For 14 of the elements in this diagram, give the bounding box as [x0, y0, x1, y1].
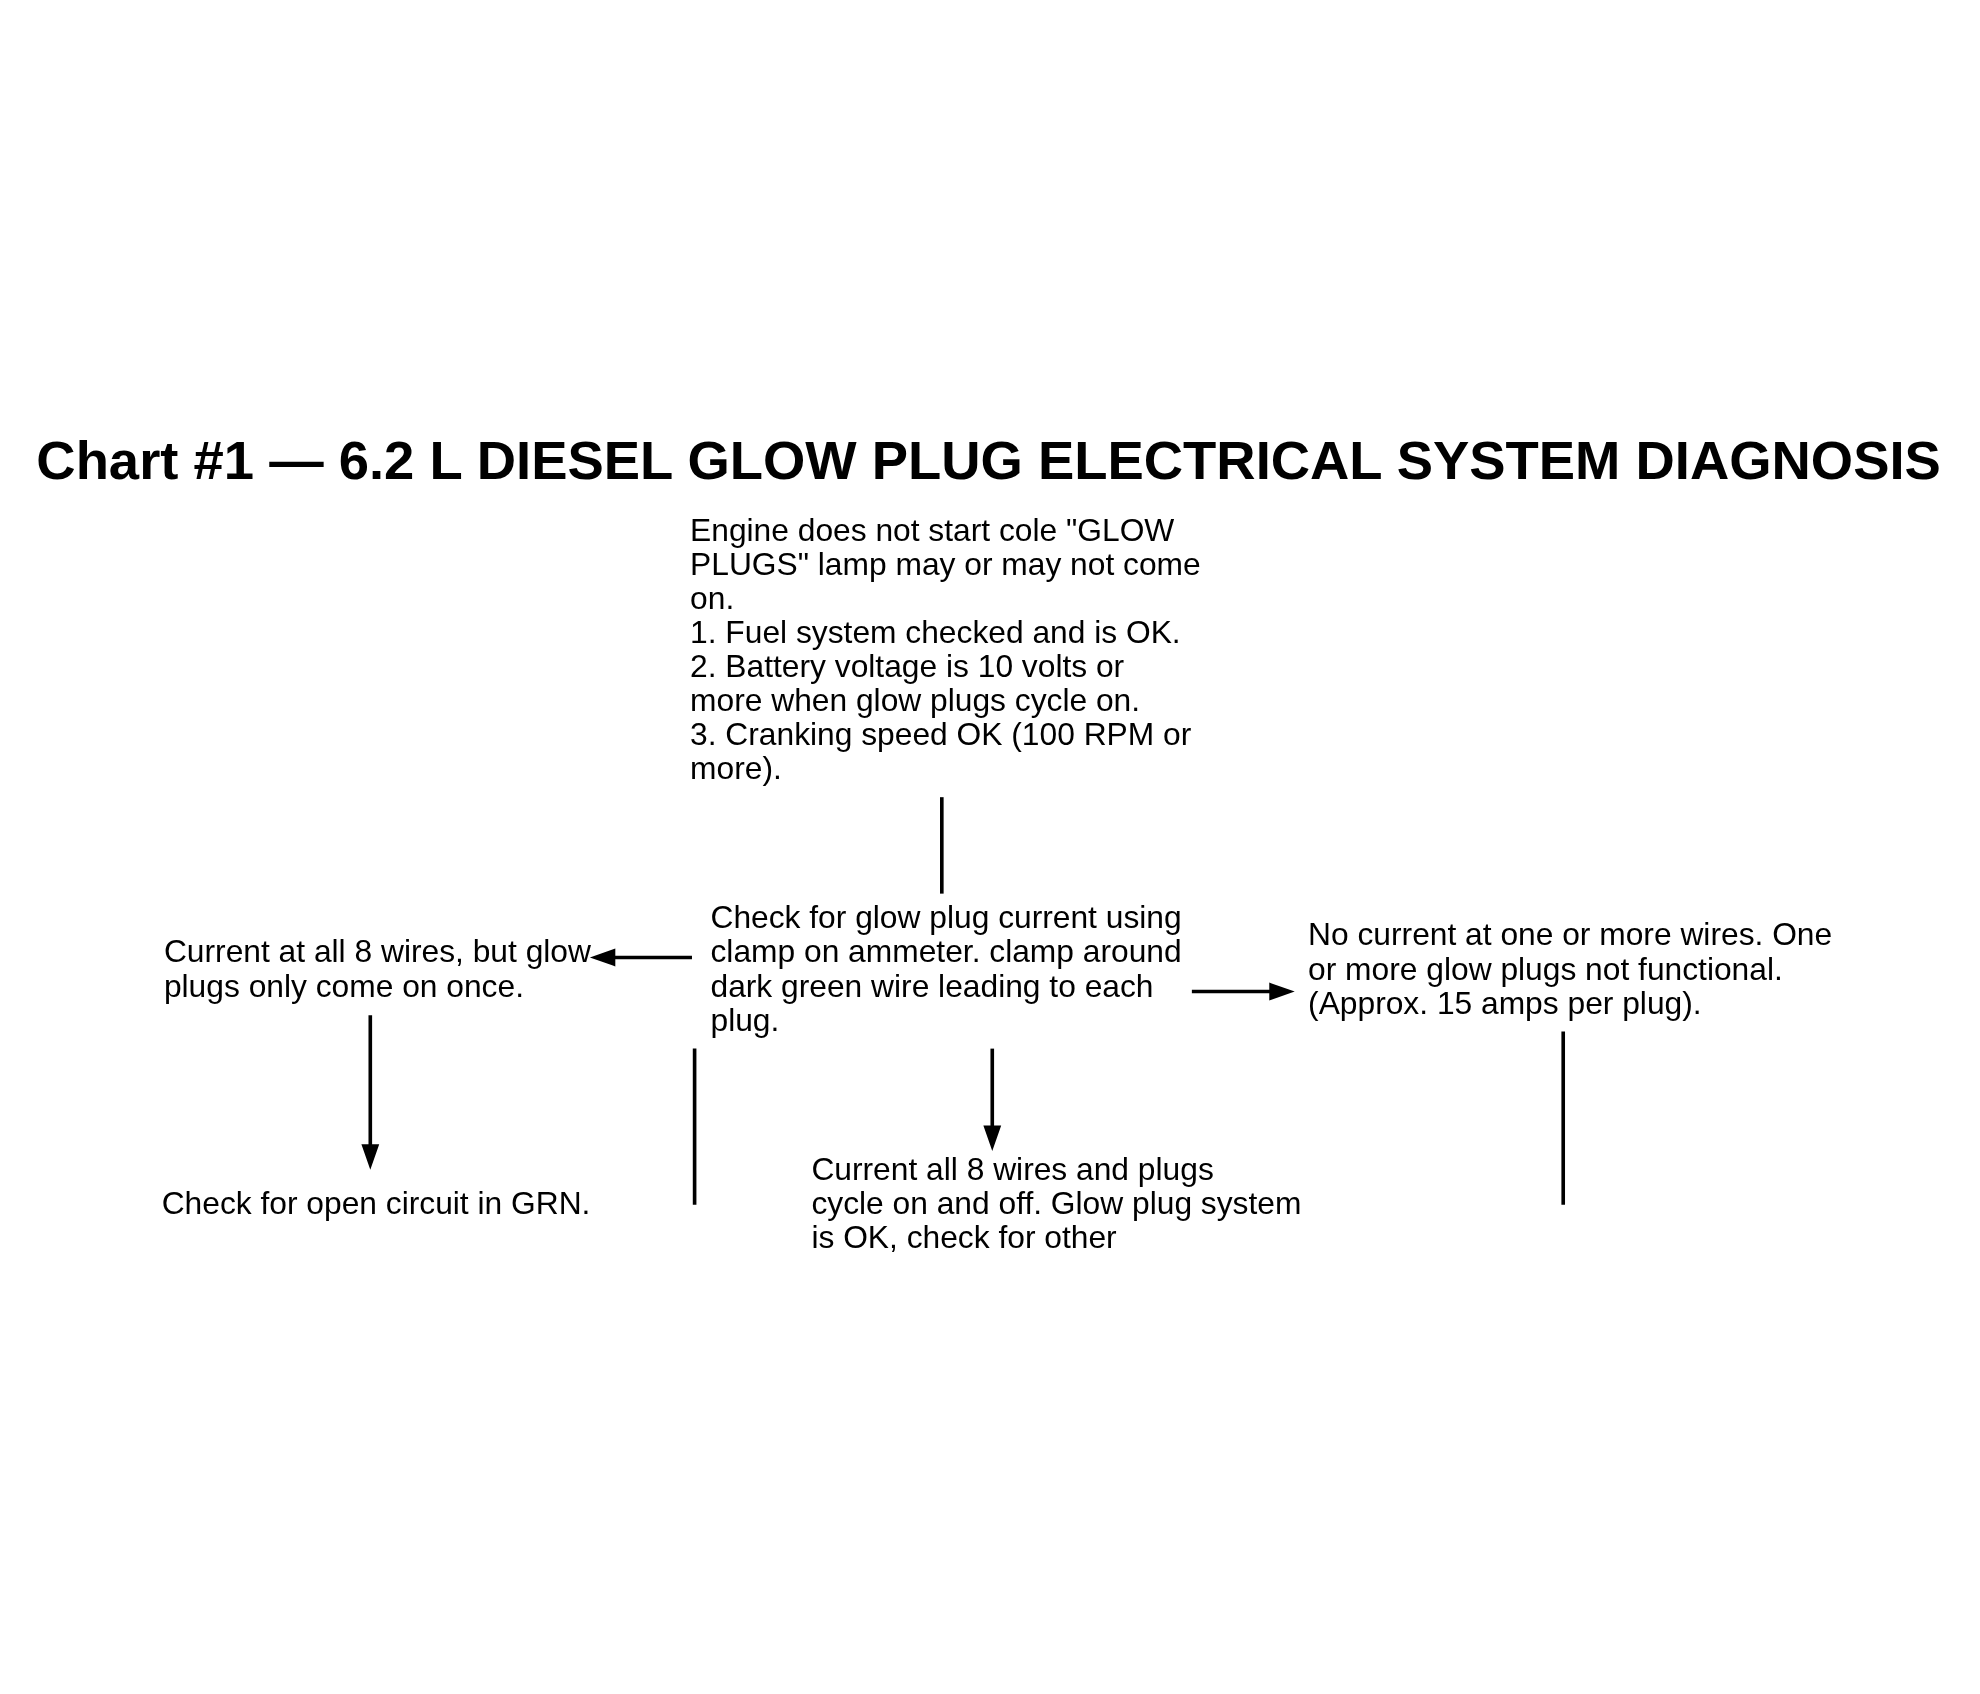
- node-text: Current at all 8 wires, but glow plugs only come on once.: [163, 932, 591, 1003]
- arrow: [589, 948, 692, 966]
- connector: [692, 1048, 697, 1205]
- connector: [940, 796, 944, 894]
- arrow: [983, 1048, 1002, 1151]
- arrow: [361, 1014, 380, 1170]
- node-text: Check for open circuit in GRN.: [161, 1184, 591, 1221]
- node-text: Engine does not start cole "GLOW PLUGS" lamp may or may not come on. 1. Fuel system checked and is OK. 2. Battery voltage is 10 volts or more when glow plugs cycle on. 3. Cranking speed OK (100 RPM or more).: [690, 511, 1201, 786]
- arrow: [1191, 982, 1295, 1000]
- diagram-title: Chart #1 — 6.2 L DIESEL GLOW PLUG ELECTRICAL SYSTEM DIAGNOSIS: [36, 429, 1941, 491]
- connector: [1561, 1031, 1566, 1205]
- node-text: Check for glow plug current using clamp on ammeter. clamp around dark green wire leading to each plug.: [710, 898, 1182, 1038]
- node-text: Current all 8 wires and plugs cycle on and off. Glow plug system is OK, check for other: [811, 1150, 1302, 1255]
- node-text: No current at one or more wires. One or more glow plugs not functional. (Approx. 15 amps per plug).: [1308, 915, 1833, 1021]
